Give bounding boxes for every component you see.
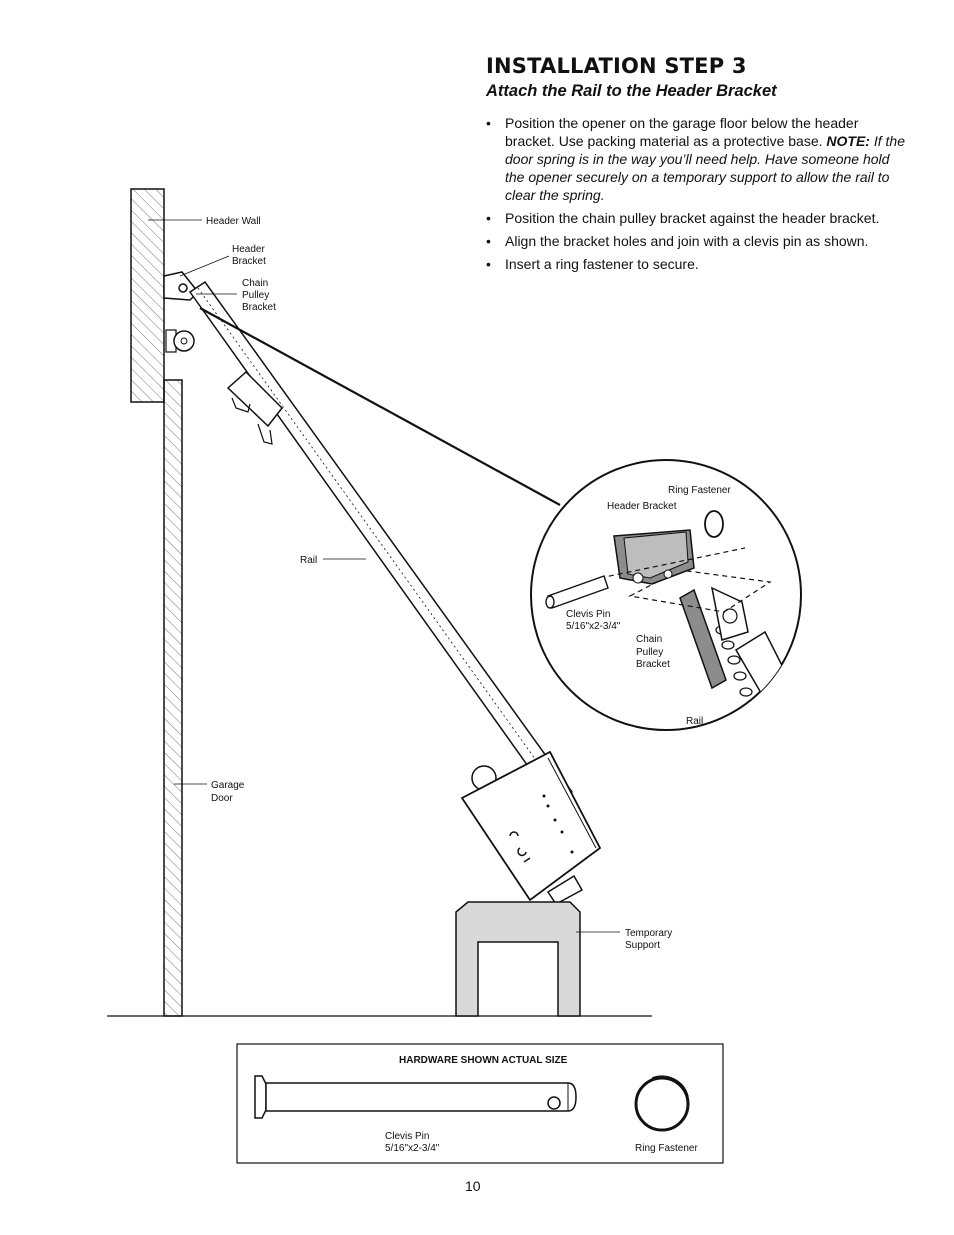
step-title: INSTALLATION STEP 3 (486, 54, 747, 78)
hardware-ring-fastener-label: Ring Fastener (635, 1143, 698, 1154)
instruction-text: Align the bracket holes and join with a … (505, 233, 869, 249)
label-header-bracket-line1: Header (232, 244, 265, 255)
label-temporary-support-line2: Support (625, 940, 660, 951)
hardware-clevis-pin-line2: 5/16"x2-3/4" (385, 1143, 440, 1154)
hardware-clevis-pin-line1: Clevis Pin (385, 1131, 429, 1142)
garage-door (163, 379, 183, 1017)
step-subtitle: Attach the Rail to the Header Bracket (486, 82, 777, 100)
rail (188, 280, 574, 806)
hardware-box: HARDWARE SHOWN ACTUAL SIZE Clevis Pin 5/… (236, 1043, 724, 1164)
instruction-item: Position the opener on the garage floor … (486, 114, 906, 204)
detail-label-chain-pulley-bracket-line1: Chain (636, 634, 662, 645)
label-header-bracket-line2: Bracket (232, 256, 266, 267)
label-rail: Rail (300, 555, 317, 566)
instruction-text: Insert a ring fastener to secure. (505, 256, 699, 272)
instruction-item: Align the bracket holes and join with a … (486, 232, 906, 250)
detail-pointer (199, 307, 561, 506)
instruction-list: Position the opener on the garage floor … (486, 114, 906, 278)
label-chain-pulley-bracket-line2: Pulley (242, 290, 269, 301)
instruction-item: Insert a ring fastener to secure. (486, 255, 906, 273)
ring-fastener-actual (634, 1075, 690, 1132)
header-wall (130, 188, 165, 403)
detail-label-header-bracket: Header Bracket (607, 501, 677, 512)
label-temporary-support-line1: Temporary (625, 928, 672, 939)
label-garage-door-line2: Door (211, 793, 233, 804)
detail-label-rail: Rail (686, 716, 703, 727)
trolley (226, 370, 283, 445)
page-number: 10 (465, 1178, 481, 1194)
label-garage-door-line1: Garage (211, 780, 245, 791)
clevis-pin-actual (254, 1075, 577, 1119)
label-header-wall: Header Wall (206, 216, 261, 227)
door-bracket (165, 329, 195, 353)
hardware-heading: HARDWARE SHOWN ACTUAL SIZE (399, 1055, 568, 1066)
temporary-support (455, 901, 581, 1017)
label-chain-pulley-bracket-line3: Bracket (242, 302, 276, 313)
instruction-text: Position the opener on the garage floor … (505, 115, 859, 149)
label-chain-pulley-bracket-line1: Chain (242, 278, 268, 289)
detail-label-chain-pulley-bracket-line2: Pulley (636, 647, 663, 658)
note-label: NOTE: (826, 133, 870, 149)
detail-label-clevis-pin-line1: Clevis Pin (566, 609, 610, 620)
note-text: If the door spring is in the way you’ll … (505, 133, 905, 203)
detail-label-chain-pulley-bracket-line3: Bracket (636, 659, 670, 670)
instruction-text: Position the chain pulley bracket agains… (505, 210, 880, 226)
detail-label-clevis-pin-line2: 5/16"x2-3/4" (566, 621, 621, 632)
instruction-item: Position the chain pulley bracket agains… (486, 209, 906, 227)
detail-label-ring-fastener: Ring Fastener (668, 485, 731, 496)
opener-unit (460, 750, 602, 905)
